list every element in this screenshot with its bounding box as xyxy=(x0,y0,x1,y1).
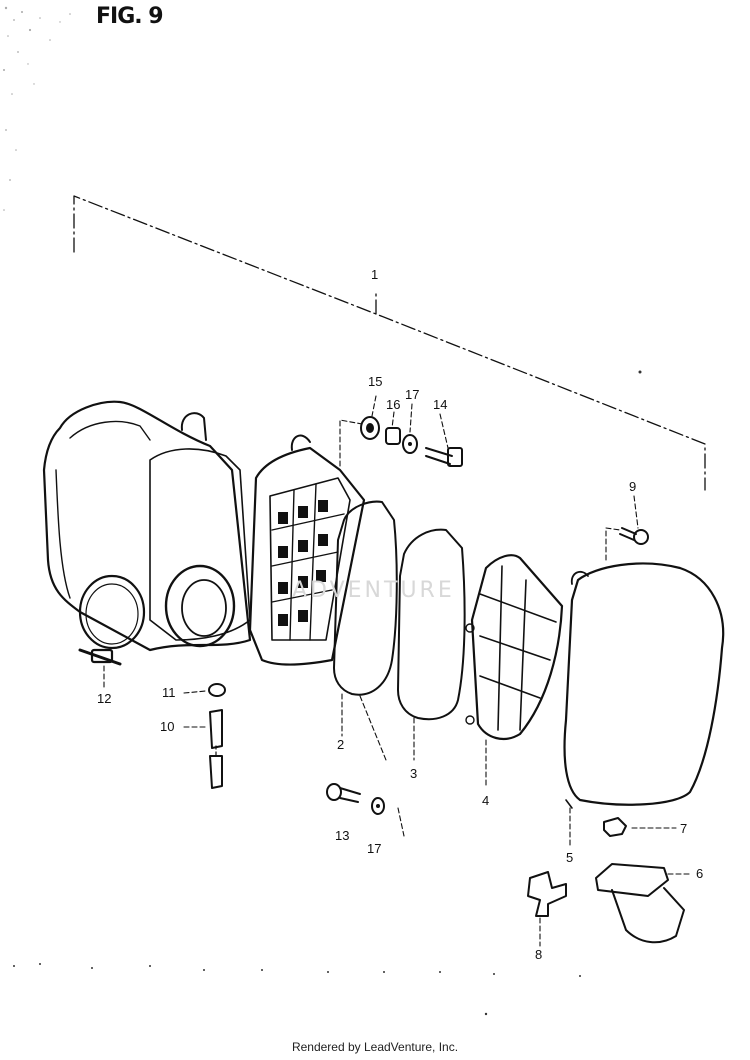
callout-17-lower: 17 xyxy=(367,841,382,856)
scan-dots-bottom xyxy=(13,370,642,1016)
screw-9 xyxy=(619,527,649,545)
drain-parts-10-11 xyxy=(208,683,226,789)
leader-lines xyxy=(103,395,691,947)
hose-clamp xyxy=(78,574,146,666)
callout-11: 11 xyxy=(162,685,176,700)
callout-10: 10 xyxy=(160,719,175,734)
air-cleaner-cover xyxy=(563,562,725,809)
callout-3: 3 xyxy=(410,766,418,781)
callout-12: 12 xyxy=(97,691,112,706)
hardware-15-16-17-14 xyxy=(360,416,463,467)
filter-sponge xyxy=(397,528,466,721)
bolt-13-washer-17 xyxy=(326,783,385,815)
callout-5: 5 xyxy=(566,850,574,865)
callout-7: 7 xyxy=(680,821,688,836)
callout-1: 1 xyxy=(371,267,379,282)
callout-8: 8 xyxy=(535,947,543,962)
rendered-by-footer: Rendered by LeadVenture, Inc. xyxy=(291,1040,459,1054)
watermark: ADVENTURE xyxy=(292,578,455,603)
figure-title: FIG. 9 xyxy=(96,4,164,29)
filter-element xyxy=(333,500,398,696)
callout-2: 2 xyxy=(337,737,345,752)
part-7-clip xyxy=(603,817,627,837)
part-6-intake-duct xyxy=(595,863,685,944)
part-8-bracket xyxy=(527,871,567,917)
callout-9: 9 xyxy=(629,479,637,494)
callout-4: 4 xyxy=(482,793,490,808)
scan-noise xyxy=(3,6,71,211)
filter-frame xyxy=(248,434,366,666)
callout-16: 16 xyxy=(386,397,401,412)
callout-13: 13 xyxy=(335,828,350,843)
air-cleaner-housing xyxy=(42,400,252,652)
callout-6: 6 xyxy=(696,866,704,881)
callout-15: 15 xyxy=(368,374,383,389)
assembly-bracket xyxy=(73,195,706,491)
element-cage xyxy=(465,554,564,741)
callout-14: 14 xyxy=(433,397,448,412)
callout-17-upper: 17 xyxy=(405,387,420,402)
